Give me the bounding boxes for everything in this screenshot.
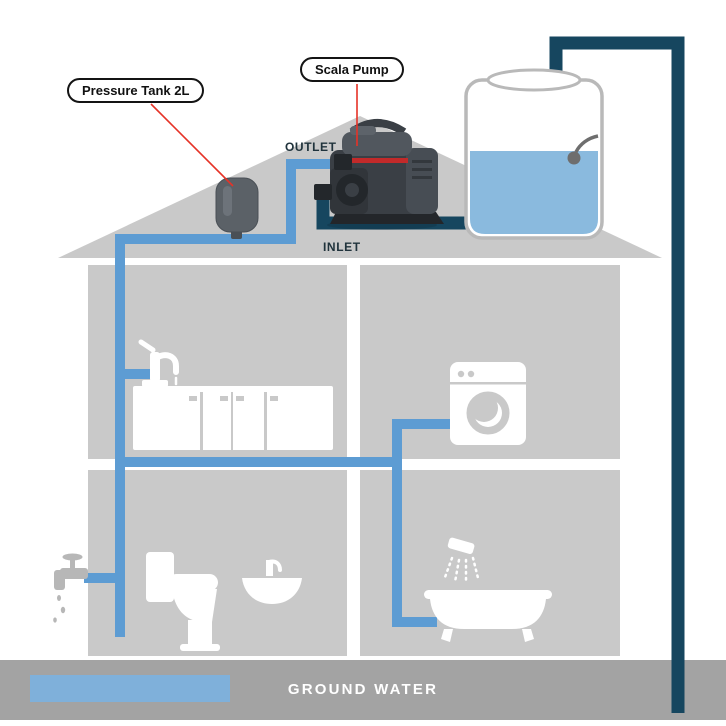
shower-head-icon <box>447 537 475 554</box>
callout-scala-pump: Scala Pump <box>300 57 404 82</box>
laundry-bath-riser-pipe <box>392 419 452 627</box>
cabinet-handle <box>270 396 278 401</box>
outlet-label: OUTLET <box>285 140 337 154</box>
shower-spray <box>442 556 480 584</box>
pump-vent <box>412 160 432 163</box>
callout-pressure-tank: Pressure Tank 2L <box>67 78 205 103</box>
pump-outlet-port <box>334 154 352 170</box>
kitchen-cabinets-icon <box>133 386 333 450</box>
tub-rim <box>424 590 552 599</box>
toilet-seat <box>168 574 218 591</box>
kitchen-faucet-base <box>142 380 168 387</box>
toilet-foot <box>180 644 220 651</box>
faucet-body <box>60 568 88 579</box>
pump-motor-end <box>406 148 438 214</box>
cabinet-gap <box>264 392 267 450</box>
kitchen-faucet-lever <box>138 339 156 353</box>
pressure-tank-highlight <box>223 186 232 216</box>
pump-inlet-port <box>314 184 332 200</box>
scala-pump-image <box>314 119 444 230</box>
spray-line <box>471 556 480 580</box>
toilet-pedestal <box>188 620 212 644</box>
inlet-label: INLET <box>323 240 361 254</box>
sink-faucet-column <box>266 560 273 576</box>
leader-lines <box>150 84 358 187</box>
pump-top-housing <box>342 132 412 156</box>
water-drop <box>57 595 61 601</box>
sink-faucet-spout <box>267 559 282 572</box>
ground-water-band <box>0 660 726 720</box>
toilet-icon <box>146 552 220 651</box>
sink-basin <box>242 578 302 604</box>
washer-drum-crescent-mask <box>470 394 498 422</box>
distribution-pipes <box>84 159 452 637</box>
water-drop <box>60 606 66 614</box>
tub-foot-left <box>441 629 453 642</box>
shower-head <box>447 537 475 554</box>
tank-float <box>567 151 581 165</box>
ground-water-to-tank-pipe <box>549 36 685 713</box>
kitchen-faucet-icon <box>138 339 179 387</box>
kitchen-faucet-spout <box>153 352 179 375</box>
washer-knob <box>467 370 475 378</box>
pressure-tank-body <box>215 177 259 233</box>
water-drop <box>53 617 57 623</box>
tank-water <box>470 151 598 234</box>
tank-lid <box>486 68 582 92</box>
pump-vent <box>412 168 432 171</box>
spray-line <box>453 558 461 584</box>
toilet-tank <box>146 552 174 602</box>
spray-line <box>442 556 454 582</box>
tub-body <box>430 599 546 629</box>
ground-water-label: GROUND WATER <box>287 681 439 698</box>
cabinet-gap <box>231 392 233 450</box>
pump-top-cap <box>350 126 376 135</box>
pump-front-hub <box>345 183 359 197</box>
water-storage-tank <box>464 68 604 240</box>
room-toilet <box>88 470 347 656</box>
bathroom-sink-icon <box>242 559 302 604</box>
washing-machine-icon <box>450 362 526 445</box>
pressure-tank-image <box>215 177 259 239</box>
washer-knob <box>457 370 465 378</box>
ground-water-strip <box>30 675 230 702</box>
cabinet-handle <box>189 396 197 401</box>
pump-base <box>330 212 444 224</box>
washer-panel-line <box>450 382 526 385</box>
tub-foot-right <box>522 629 534 642</box>
bathtub-icon <box>424 537 552 642</box>
pump-vent <box>412 176 432 179</box>
faucet-stem <box>70 558 75 571</box>
tank-float-arm <box>574 134 599 153</box>
outdoor-faucet-icon <box>53 553 88 623</box>
toilet-bowl <box>172 589 217 622</box>
cabinet-handle <box>220 396 228 401</box>
cabinet-handle <box>236 396 244 401</box>
cabinet-gap <box>200 392 203 450</box>
faucet-spout <box>54 570 65 590</box>
faucet-handle <box>62 553 83 561</box>
pump-red-stripe <box>344 158 408 163</box>
pressure-tank-leader-line <box>150 103 234 187</box>
